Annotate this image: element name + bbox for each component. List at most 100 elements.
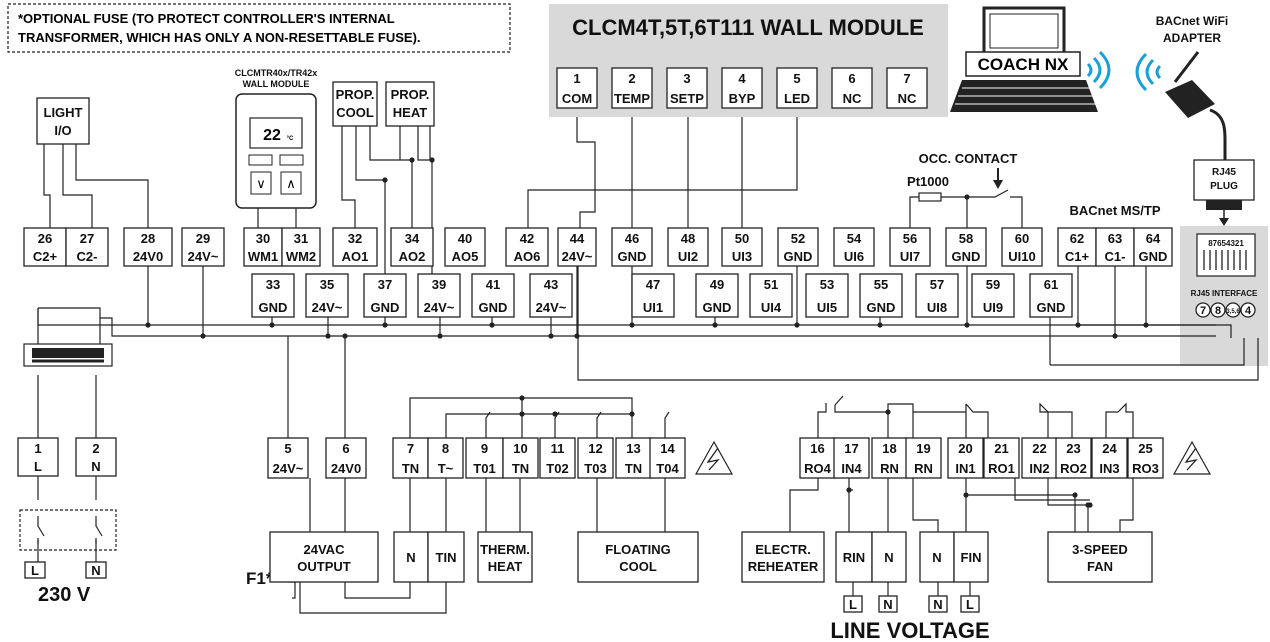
wall-module-title: CLCM4T,5T,6T111 WALL MODULE [572, 15, 924, 40]
junction-dot [489, 322, 495, 328]
rj45-plug-label2: PLUG [1210, 181, 1238, 192]
terminal-label: AO6 [514, 249, 541, 264]
terminal-number: 25 [1138, 441, 1152, 456]
terminal-number: 2 [628, 71, 635, 86]
junction-dot [200, 333, 206, 339]
terminal-number: 19 [916, 441, 930, 456]
junction-dot [382, 322, 388, 328]
terminal-number: 41 [486, 277, 500, 292]
terminal-label: GND [618, 249, 647, 264]
junction-dot [877, 322, 883, 328]
junction-dot [145, 322, 151, 328]
n-rin-box-label: N [884, 550, 893, 565]
terminal-number: 42 [520, 231, 534, 246]
terminal-label: T04 [656, 461, 679, 476]
terminal-number: 64 [1146, 231, 1161, 246]
junction-dot [325, 333, 331, 339]
electr-reheater-box-label1: ELECTR. [755, 542, 811, 557]
terminal-number: 20 [958, 441, 972, 456]
terminal-label: UI4 [761, 300, 782, 315]
terminal-number: 48 [681, 231, 695, 246]
terminal-number: 26 [38, 231, 52, 246]
terminal-label: UI10 [1008, 249, 1035, 264]
terminal-label: AO5 [452, 249, 479, 264]
high-voltage-warning-icon-2 [1172, 440, 1212, 475]
terminal-number: 44 [570, 231, 585, 246]
terminal-label: SETP [670, 91, 704, 106]
terminal-label: T01 [473, 461, 495, 476]
small-wall-module-body [235, 93, 317, 209]
terminal-number: 1 [573, 71, 580, 86]
terminal-label: AO2 [399, 249, 426, 264]
terminal-label: L [34, 459, 42, 474]
rj45-plug-box [1193, 159, 1255, 201]
therm-heat-box-label2: HEAT [488, 559, 522, 574]
supply-n: N [91, 563, 100, 578]
rin-box-label: RIN [843, 550, 865, 565]
terminal-number: 17 [844, 441, 858, 456]
terminal-label: UI6 [844, 249, 864, 264]
junction-dot [712, 322, 718, 328]
rj45-pin-2: 3,5,6 [1225, 302, 1241, 318]
terminal-number: 47 [646, 277, 660, 292]
wall-module-terminal-7: 7NC [886, 67, 928, 109]
fuse-label: F1* [246, 569, 273, 588]
rj45-socket [1196, 233, 1256, 277]
terminal-label: T03 [584, 461, 606, 476]
junction-dot [963, 492, 969, 498]
rj45-pin-label: 4 [1245, 305, 1252, 317]
tap-label: L [966, 597, 974, 612]
wifi-laptop-icon [1086, 50, 1111, 90]
terminal-number: 59 [986, 277, 1000, 292]
terminal-label: GND [952, 249, 981, 264]
electr-reheater-box-label2: REHEATER [748, 559, 819, 574]
terminal-label: UI7 [900, 249, 920, 264]
terminal-8: 8T~ [427, 437, 464, 479]
junction-dot [885, 409, 891, 415]
terminal-number: 54 [847, 231, 862, 246]
terminal-number: 34 [405, 231, 420, 246]
terminal-number: 57 [930, 277, 944, 292]
small-wall-module-label2: WALL MODULE [243, 79, 310, 89]
terminal-label: GND [371, 300, 400, 315]
terminal-label: GND [479, 300, 508, 315]
junction-dot [519, 395, 525, 401]
electr-reheater-box: ELECTR. REHEATER [741, 531, 825, 583]
laptop-label: COACH NX [978, 55, 1069, 74]
line-voltage-label: LINE VOLTAGE [830, 618, 989, 642]
fin-box-label: FIN [961, 550, 982, 565]
junction-dot [1072, 492, 1078, 498]
n-rin-box: N [871, 531, 907, 583]
terminal-number: 31 [294, 231, 308, 246]
rj45-pin-digits: 87654321 [1208, 239, 1244, 248]
terminal-label: NC [898, 91, 917, 106]
small-wall-module-down-key [250, 171, 272, 195]
terminal-number: 16 [810, 441, 824, 456]
junction-dot [964, 194, 970, 200]
floating-cool-box-label2: COOL [619, 559, 657, 574]
terminal-label: TEMP [614, 91, 650, 106]
terminal-label: AO1 [342, 249, 369, 264]
